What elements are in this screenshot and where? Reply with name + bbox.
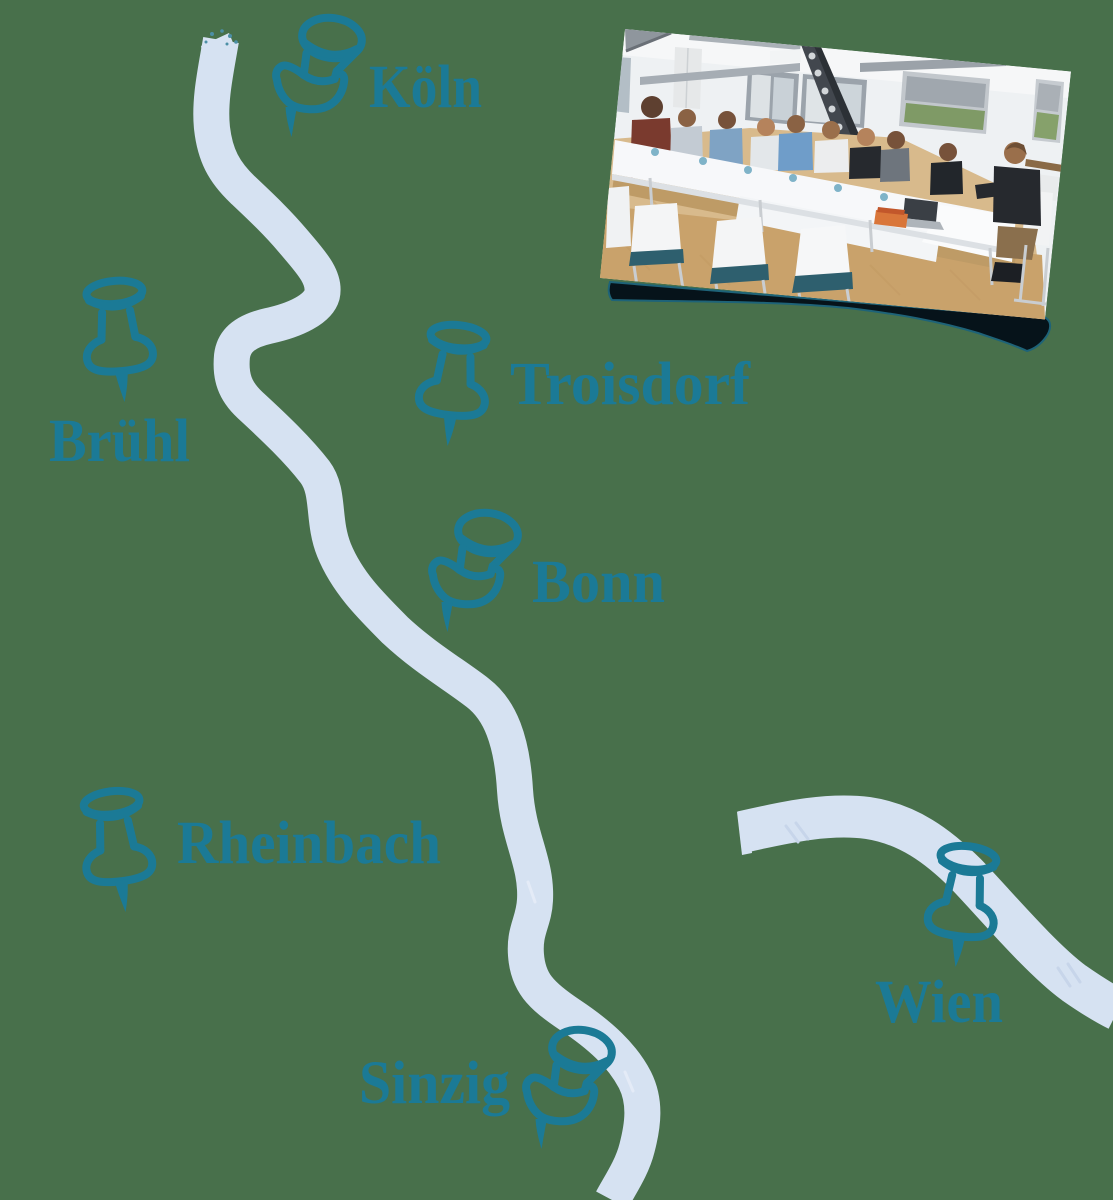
svg-text:Rheinbach: Rheinbach [177, 810, 441, 877]
svg-text:Sinzig: Sinzig [359, 1050, 510, 1117]
svg-text:Brühl: Brühl [49, 408, 190, 475]
svg-text:Troisdorf: Troisdorf [510, 351, 751, 418]
svg-text:Wien: Wien [875, 969, 1003, 1036]
svg-text:Bonn: Bonn [532, 549, 665, 616]
svg-text:Köln: Köln [369, 54, 482, 121]
